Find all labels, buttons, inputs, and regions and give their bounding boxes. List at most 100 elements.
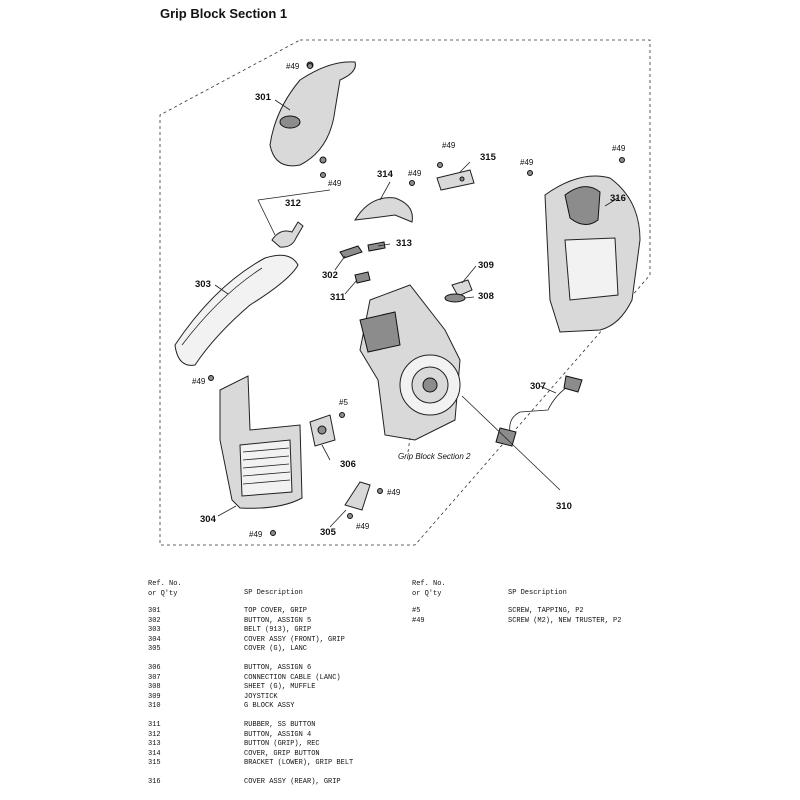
callout-316: 316 <box>610 193 626 204</box>
screw-label: #5 <box>339 398 348 407</box>
ref-header-line2: or Q'ty <box>148 589 178 598</box>
part-description: BUTTON, ASSIGN 4 <box>244 730 312 739</box>
part-description: COVER, GRIP BUTTON <box>244 749 320 758</box>
ref-no: 304 <box>148 635 161 644</box>
part-description: BUTTON (GRIP), REC <box>244 740 320 748</box>
screw-label: #49 <box>192 377 206 386</box>
part-description: BELT (913), GRIP <box>244 626 312 634</box>
table-row: 306 BUTTON, ASSIGN 6 <box>148 664 353 674</box>
table-header-desc-right: SP Description <box>508 589 567 597</box>
ref-no: 309 <box>148 692 161 701</box>
ref-no: 316 <box>148 778 161 786</box>
part-description: SHEET (G), MUFFLE <box>244 683 316 691</box>
part-description: BUTTON, ASSIGN 6 <box>244 664 312 672</box>
callout-310: 310 <box>556 501 572 512</box>
callout-312: 312 <box>285 198 301 209</box>
part-description: JOYSTICK <box>244 692 278 701</box>
callout-313: 313 <box>396 238 412 249</box>
part-description: CONNECTION CABLE (LANC) <box>244 673 341 682</box>
table-header-ref: Ref. No. or Q'ty <box>148 580 182 599</box>
assembly-boundary <box>159 39 651 546</box>
callout-314: 314 <box>377 169 394 180</box>
callout-315: 315 <box>480 152 497 163</box>
table-row <box>148 655 353 665</box>
table-row: #49 SCREW (M2), NEW TRUSTER, P2 <box>412 617 621 627</box>
ref-no: 302 <box>148 616 161 625</box>
part-304-front-cover <box>219 375 303 509</box>
ref-no: 305 <box>148 645 161 653</box>
table-row: 305 COVER (G), LANC <box>148 645 353 655</box>
callout-309: 309 <box>478 260 494 271</box>
ref-no: 314 <box>148 749 161 758</box>
part-description: SCREW, TAPPING, P2 <box>508 607 584 615</box>
part-316-rear-cover <box>544 175 641 333</box>
part-description: G BLOCK ASSY <box>244 702 295 710</box>
screw-label: #49 <box>408 169 422 178</box>
ref-no: 308 <box>148 683 161 691</box>
subassembly-label: Grip Block Section 2 <box>398 452 471 461</box>
part-313-button <box>367 241 386 252</box>
table-row: 312 BUTTON, ASSIGN 4 <box>148 731 353 741</box>
part-305-lanc-cover <box>344 481 371 511</box>
callout-301: 301 <box>255 92 272 103</box>
part-312-button <box>257 189 331 248</box>
part-301-top-cover <box>269 61 356 167</box>
table-row: 314 COVER, GRIP BUTTON <box>148 750 353 760</box>
part-description: COVER (G), LANC <box>244 645 308 653</box>
ref-no: #49 <box>412 616 425 625</box>
screw-label: #49 <box>328 179 342 188</box>
callout-307: 307 <box>530 381 546 392</box>
table-row: 307 CONNECTION CABLE (LANC) <box>148 674 353 684</box>
screw-label: #49 <box>612 144 626 153</box>
ref-no: #5 <box>412 607 421 615</box>
part-314-cover <box>354 197 413 223</box>
table-row: 311 RUBBER, SS BUTTON <box>148 721 353 731</box>
ref-no: 313 <box>148 740 161 748</box>
part-302-button <box>339 245 363 259</box>
ref-header-line1: Ref. No. <box>148 580 182 588</box>
screw-label: #49 <box>356 522 370 531</box>
part-description: SCREW (M2), NEW TRUSTER, P2 <box>508 616 622 625</box>
part-description: COVER ASSY (REAR), GRIP <box>244 778 341 786</box>
table-row: 303 BELT (913), GRIP <box>148 626 353 636</box>
ref-no: 307 <box>148 673 161 682</box>
ref-no: 306 <box>148 664 161 672</box>
table-header-ref-right: Ref. No. or Q'ty <box>412 580 446 599</box>
part-description: TOP COVER, GRIP <box>244 607 308 615</box>
exploded-parts-diagram: 301 302 303 304 305 306 307 308 309 310 … <box>159 39 651 546</box>
part-description: RUBBER, SS BUTTON <box>244 721 316 729</box>
table-row <box>148 712 353 722</box>
table-row <box>148 769 353 779</box>
leader-lines <box>214 99 619 528</box>
ref-no: 310 <box>148 702 161 710</box>
table-row: 308 SHEET (G), MUFFLE <box>148 683 353 693</box>
screw-labels: #49 #49 #49 #49 #49 #49 #49 #5 #49 #49 #… <box>192 62 626 539</box>
part-311-rubber <box>354 271 371 284</box>
callout-305: 305 <box>320 527 337 538</box>
table-row: 309 JOYSTICK <box>148 693 353 703</box>
table-row: 302 BUTTON, ASSIGN 5 <box>148 617 353 627</box>
part-308-sheet <box>444 293 466 303</box>
screw-label: #49 <box>387 488 401 497</box>
ref-header-line1: Ref. No. <box>412 580 446 588</box>
ref-no: 311 <box>148 721 161 729</box>
ref-no: 303 <box>148 626 161 634</box>
callout-311: 311 <box>330 292 346 303</box>
page-title: Grip Block Section 1 <box>160 6 288 21</box>
callout-306: 306 <box>340 459 356 470</box>
table-row: #5 SCREW, TAPPING, P2 <box>412 607 621 617</box>
ref-no: 312 <box>148 730 161 739</box>
screw-label: #49 <box>520 158 534 167</box>
screw-icons <box>208 63 625 536</box>
screw-label: #49 <box>286 62 300 71</box>
callout-302: 302 <box>322 270 338 281</box>
part-306-button <box>309 414 336 447</box>
part-307-cable <box>495 375 583 447</box>
part-315-bracket <box>436 169 475 191</box>
part-description: BUTTON, ASSIGN 5 <box>244 616 312 625</box>
callout-303: 303 <box>195 279 211 290</box>
